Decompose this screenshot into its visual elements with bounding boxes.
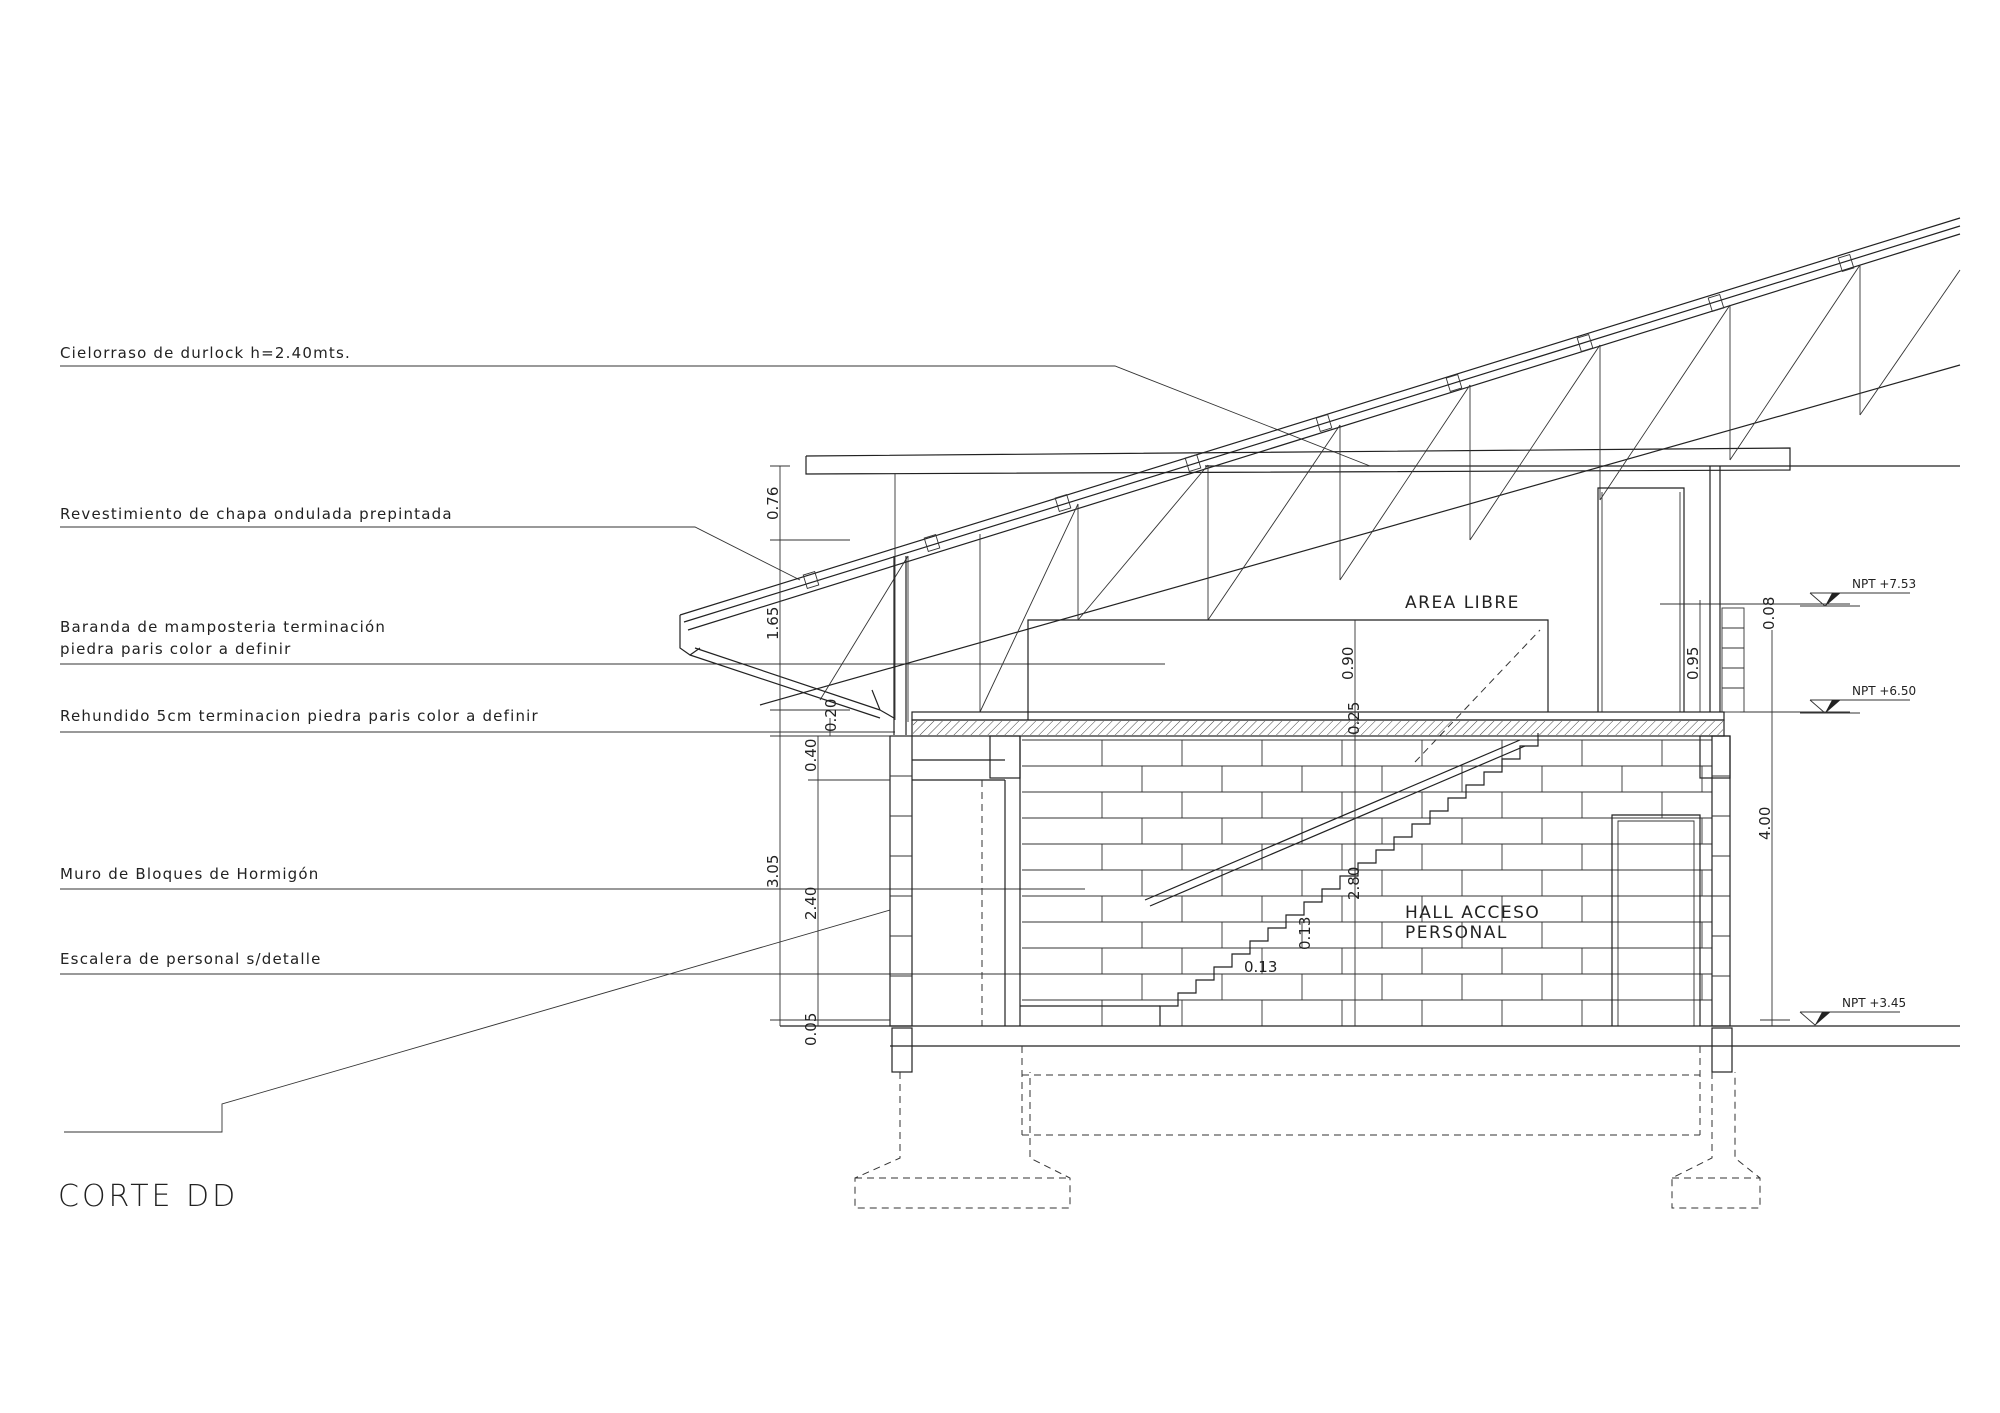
level-npt-6-50: NPT +6.50 bbox=[1852, 684, 1916, 698]
dimension-texts: 0.76 1.65 0.20 0.40 3.05 2.40 0.05 0.90 … bbox=[764, 487, 1778, 1046]
dim-1-65: 1.65 bbox=[764, 607, 782, 640]
room-label-hall: HALL ACCESO bbox=[1405, 903, 1540, 923]
dim-0-76: 0.76 bbox=[764, 487, 782, 520]
dim-0-20: 0.20 bbox=[822, 699, 840, 732]
note-baranda-2: piedra paris color a definir bbox=[60, 640, 292, 658]
concrete-block-wall bbox=[1022, 739, 1712, 1026]
dim-0-13-b: 0.13 bbox=[1244, 958, 1277, 976]
dim-0-90: 0.90 bbox=[1339, 647, 1357, 680]
roof-structure bbox=[679, 217, 1961, 722]
note-muro: Muro de Bloques de Hormigón bbox=[60, 865, 320, 883]
dimension-lines bbox=[770, 465, 1850, 1026]
level-npt-7-53: NPT +7.53 bbox=[1852, 577, 1916, 591]
annotation-notes: Cielorraso de durlock h=2.40mts. Revesti… bbox=[60, 344, 539, 968]
dim-0-08: 0.08 bbox=[1760, 597, 1778, 630]
level-markers: NPT +7.53 NPT +6.50 NPT +3.45 bbox=[1799, 577, 1916, 1026]
dim-0-13-a: 0.13 bbox=[1296, 917, 1314, 950]
dim-0-05: 0.05 bbox=[802, 1013, 820, 1046]
staircase bbox=[1020, 733, 1539, 1026]
dim-4-00: 4.00 bbox=[1756, 807, 1774, 840]
dim-0-25: 0.25 bbox=[1345, 702, 1363, 735]
note-baranda-1: Baranda de mamposteria terminación bbox=[60, 618, 386, 636]
note-revestimiento: Revestimiento de chapa ondulada prepinta… bbox=[60, 505, 453, 523]
note-rehundido: Rehundido 5cm terminacion piedra paris c… bbox=[60, 707, 539, 725]
note-escalera: Escalera de personal s/detalle bbox=[60, 950, 322, 968]
room-label-area-libre: AREA LIBRE bbox=[1405, 593, 1520, 613]
left-wall bbox=[889, 735, 1021, 1027]
floor-slab bbox=[911, 711, 1731, 779]
dim-0-40: 0.40 bbox=[802, 739, 820, 772]
room-label-personal: PERSONAL bbox=[1405, 923, 1508, 943]
dim-2-40: 2.40 bbox=[802, 887, 820, 920]
dim-3-05: 3.05 bbox=[764, 855, 782, 888]
hall-door bbox=[1611, 814, 1701, 1026]
dim-2-80: 2.80 bbox=[1345, 867, 1363, 900]
foundation bbox=[780, 1025, 1960, 1209]
leader-lines bbox=[60, 365, 1371, 1133]
upper-level bbox=[893, 466, 1745, 763]
right-wall bbox=[1711, 735, 1731, 1027]
level-npt-3-45: NPT +3.45 bbox=[1842, 996, 1906, 1010]
note-cielorraso: Cielorraso de durlock h=2.40mts. bbox=[60, 344, 351, 362]
drawing-title: CORTE DD bbox=[58, 1179, 238, 1214]
dim-0-95: 0.95 bbox=[1684, 647, 1702, 680]
